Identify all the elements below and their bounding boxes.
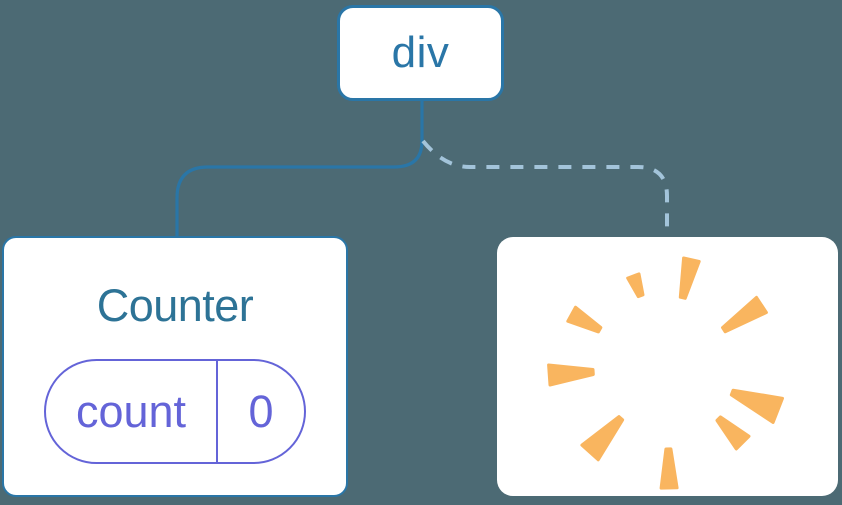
- removed-component-card: [497, 237, 838, 496]
- poof-ray: [729, 388, 784, 424]
- poof-ray: [715, 415, 751, 451]
- state-pill: count 0: [44, 359, 306, 464]
- root-node-label: div: [391, 28, 450, 77]
- poof-explosion-icon: [547, 256, 784, 490]
- poof-ray: [580, 415, 625, 462]
- poof-ray: [547, 363, 595, 387]
- poof-ray: [566, 305, 603, 334]
- state-key: count: [46, 361, 218, 462]
- poof-ray: [721, 295, 768, 334]
- edge-root-to-counter: [175, 99, 424, 239]
- poof-ray: [678, 256, 701, 300]
- poof-ray: [659, 447, 679, 490]
- state-value: 0: [248, 385, 274, 437]
- edge-root-to-removed: [421, 139, 669, 238]
- root-node: div: [337, 5, 504, 101]
- component-title: Counter: [96, 280, 254, 331]
- poof-ray: [626, 272, 645, 299]
- counter-component-card: Counter count 0: [2, 236, 348, 497]
